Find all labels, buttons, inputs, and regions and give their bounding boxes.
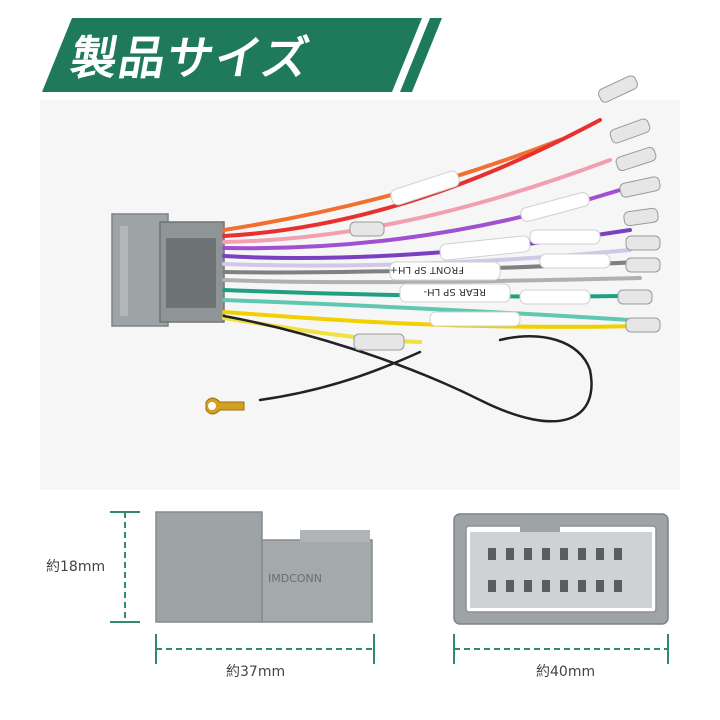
wire-label-2: REAR SP LH-: [423, 286, 486, 297]
dimension-lines: [110, 511, 669, 664]
spade-terminals: [349, 75, 661, 351]
banner-background: [42, 18, 422, 92]
connector-marking: IMDCONN: [268, 572, 322, 585]
front-width-dimension-label: 約40mm: [536, 664, 596, 680]
harness-connector: [111, 213, 225, 327]
connector-front-view: [453, 513, 669, 625]
side-width-dimension-label: 約37mm: [226, 664, 286, 680]
banner-title: 製品サイズ: [66, 31, 315, 85]
ground-lug: [205, 397, 245, 415]
connector-side-view: IMDCONN: [155, 511, 373, 623]
height-dimension-label: 約18mm: [46, 559, 106, 575]
wire-label-1: FRONT SP LH+: [390, 264, 464, 275]
wire-sleeves: [389, 170, 611, 327]
